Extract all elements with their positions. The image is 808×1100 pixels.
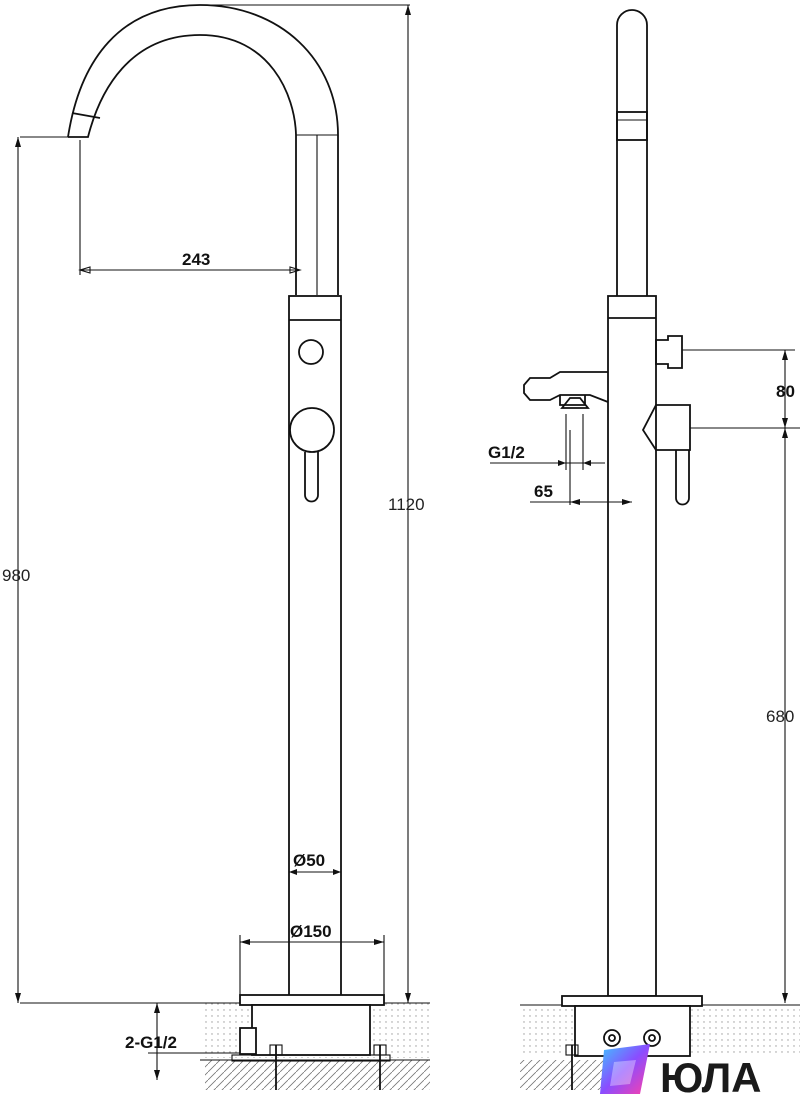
front-column [288, 295, 342, 997]
dim-spout-height: 980 [2, 566, 30, 585]
logo-text: ЮЛА [660, 1054, 762, 1100]
dim-handle-spacing: 80 [776, 382, 795, 401]
dim-side-connection: G1/2 [488, 443, 525, 462]
yula-logo: ЮЛА [600, 1044, 762, 1100]
dim-spout-reach: 243 [182, 250, 210, 269]
front-small-knob [298, 339, 324, 365]
side-view: G1/2 65 80 680 [488, 9, 800, 1090]
dim-base-diameter: Ø150 [290, 922, 332, 941]
front-view: 243 980 1120 Ø50 Ø150 2-G1/2 [2, 4, 430, 1090]
side-base-plate [561, 995, 703, 1007]
side-column [607, 295, 657, 997]
dim-inlet-connections: 2-G1/2 [125, 1033, 177, 1052]
front-base-plate [239, 994, 385, 1006]
dim-side-offset: 65 [534, 482, 553, 501]
side-main-handle [641, 404, 691, 451]
front-floor-hatch [205, 1060, 430, 1090]
side-spout [616, 9, 648, 296]
dim-total-height: 1120 [388, 495, 425, 514]
front-main-knob [289, 407, 335, 453]
front-lever [304, 452, 319, 503]
front-base-housing [251, 1004, 371, 1056]
side-floor-hatch [520, 1060, 610, 1090]
dim-handle-height: 680 [766, 707, 794, 726]
dim-pipe-diameter: Ø50 [293, 851, 325, 870]
side-outlet [523, 371, 609, 403]
side-small-knob [655, 335, 683, 369]
logo-mark-icon [600, 1044, 650, 1094]
